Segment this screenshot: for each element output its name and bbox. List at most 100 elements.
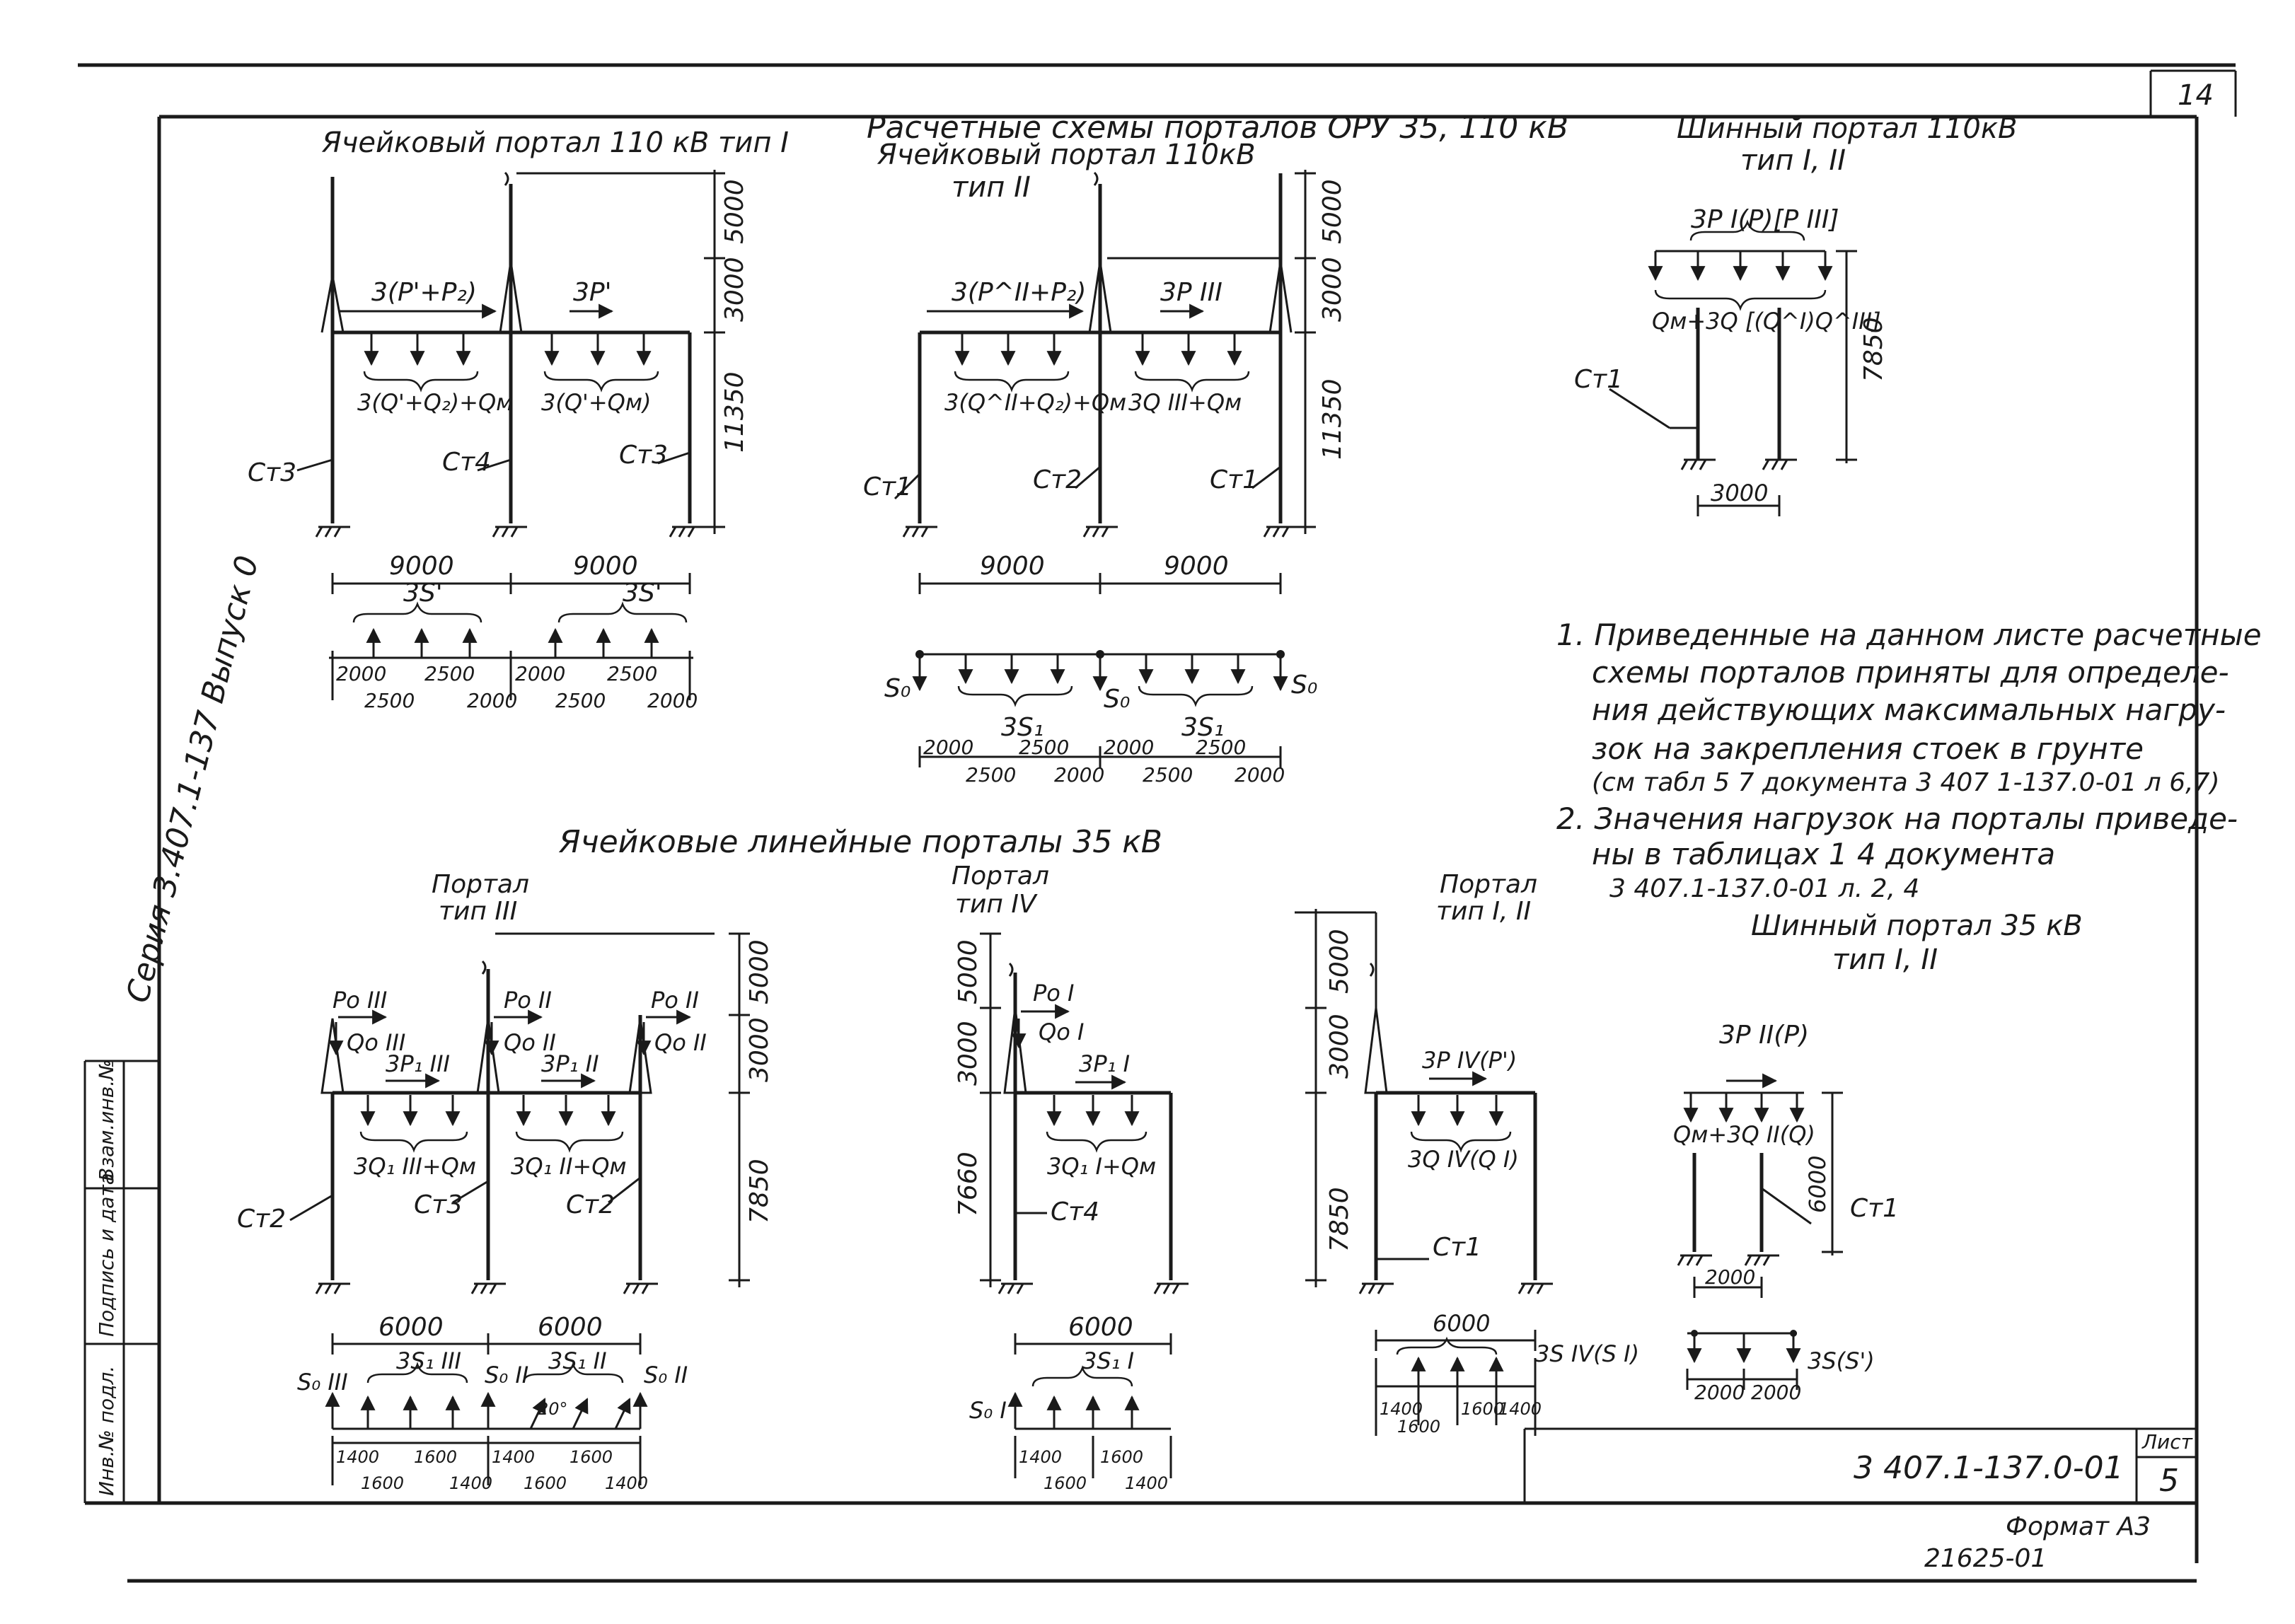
s1-span-2: 9000 (573, 552, 638, 581)
s1-dim-l2: 2000 (467, 689, 517, 712)
page-number: 14 (2178, 79, 2214, 112)
s2-span-1: 9000 (980, 552, 1045, 581)
s1-dim-u4: 2500 (607, 662, 657, 685)
s7-dist: Qм+3Q II(Q) (1673, 1121, 1815, 1148)
s4-dim-u4: 1600 (570, 1447, 613, 1467)
s4-po-2: Pо II (504, 987, 552, 1014)
s4-dim-l4: 1400 (605, 1473, 648, 1493)
s6-s: 3S IV(S I) (1535, 1340, 1639, 1367)
s4-dim-u1: 1400 (336, 1447, 379, 1467)
s2-dim-l3: 2500 (1143, 763, 1193, 787)
s4-dim-u3: 1400 (492, 1447, 535, 1467)
s2-h-top: 5000 (1318, 179, 1347, 244)
s6-dim-l1: 1600 (1397, 1417, 1440, 1437)
s2-col-left: Ст1 (863, 472, 912, 501)
scheme-bus-portal-110: Шинный портал 110кВ тип I, II (1609, 112, 2017, 516)
s1-dim-u1: 2000 (336, 662, 386, 685)
s4-dim-u2: 1600 (414, 1447, 457, 1467)
s2-subtitle: тип II (952, 171, 1031, 204)
scheme-line-portal-35-type4: Портал тип IV (952, 862, 1189, 1478)
s4-col-left: Ст2 (237, 1205, 286, 1234)
note-line-7: ны в таблицах 1 4 документа (1592, 837, 2055, 871)
s4-so-1: S₀ III (297, 1369, 348, 1396)
notes: 1. Приведенные на данном листе расчетные… (1556, 617, 2262, 903)
s5-dim-u1: 1400 (1019, 1447, 1062, 1467)
s5-span: 6000 (1068, 1313, 1133, 1342)
note-line-3: ния действующих максимальных нагру- (1592, 692, 2226, 727)
s1-dim-u2: 2500 (424, 662, 475, 685)
row2-title: Ячейковые линейные порталы 35 кВ (558, 824, 1162, 860)
s6-dim-u3: 1400 (1498, 1399, 1542, 1419)
s4-s-1: 3S₁ III (396, 1347, 461, 1374)
s6-title: Портал (1440, 870, 1537, 899)
note-line-1: 1. Приведенные на данном листе расчетные (1556, 617, 2262, 652)
s2-so-right: S₀ (1291, 671, 1317, 700)
s4-col-mid: Ст3 (414, 1190, 463, 1219)
s5-s: 3S₁ I (1082, 1347, 1134, 1374)
s2-h-mid: 3000 (1318, 257, 1347, 322)
s4-load-2: 3P₁ II (541, 1050, 599, 1077)
s5-dim-l1: 1600 (1044, 1473, 1087, 1493)
scheme-cell-portal-110-type2: Ячейковый портал 110кВ тип II (877, 139, 1316, 767)
s2-so-left: S₀ (884, 674, 911, 703)
s2-title: Ячейковый портал 110кВ (877, 139, 1256, 171)
s1-s-left: 3S' (403, 579, 443, 608)
s4-subtitle: тип III (439, 897, 517, 926)
s5-dim-l2: 1400 (1125, 1473, 1168, 1493)
s2-dim-u2: 2500 (1019, 736, 1069, 759)
s3-subtitle: тип I, II (1740, 144, 1846, 177)
s4-span-2: 6000 (538, 1313, 603, 1342)
s7-col: Ст1 (1850, 1194, 1899, 1223)
s4-load-1: 3P₁ III (386, 1050, 450, 1077)
s1-dim-l4: 2000 (647, 689, 698, 712)
s5-qo: Qо I (1039, 1019, 1084, 1045)
s1-h-low: 11350 (720, 371, 749, 453)
stamp-inv-podl: Инв.№ подл. (95, 1366, 118, 1496)
s1-dist-left: 3(Q'+Q₂)+Qм (357, 389, 513, 416)
s7-dim-2: 2000 (1751, 1381, 1801, 1404)
main-title: Расчетные схемы порталов ОРУ 35, 110 кВ (867, 110, 1568, 146)
sheet-number: 5 (2159, 1463, 2179, 1499)
s5-col: Ст4 (1051, 1197, 1099, 1226)
s4-dist-1: 3Q₁ III+Qм (354, 1153, 476, 1180)
s1-s-right: 3S' (623, 579, 662, 608)
scheme-line-portal-35-type3: Портал тип III (289, 870, 750, 1485)
s3-load-top: 3P I(P)[P III] (1691, 205, 1839, 234)
s4-title: Портал (432, 870, 529, 899)
s5-dist: 3Q₁ I+Qм (1047, 1153, 1156, 1180)
s2-h-low: 11350 (1318, 378, 1347, 460)
s5-load: 3P₁ I (1079, 1050, 1130, 1077)
s4-col-right: Ст2 (566, 1190, 615, 1219)
side-stamp (83, 1060, 159, 1503)
s2-so-mid: S₀ (1104, 685, 1130, 714)
s1-dist-right: 3(Q'+Qм) (541, 389, 651, 416)
s5-title: Портал (952, 862, 1049, 891)
s6-dim-u2: 1600 (1461, 1399, 1504, 1419)
s1-dim-u3: 2000 (515, 662, 565, 685)
s4-angle: 20° (538, 1399, 568, 1419)
s4-s-2: 3S₁ II (548, 1347, 607, 1374)
archive-number: 21625-01 (1924, 1544, 2047, 1573)
s4-so-3: S₀ II (644, 1362, 688, 1388)
s2-dim-l4: 2000 (1235, 763, 1285, 787)
s6-col: Ст1 (1433, 1233, 1481, 1262)
s5-h-mid: 3000 (954, 1021, 983, 1086)
s4-span-1: 6000 (378, 1313, 444, 1342)
s2-load-right: 3P III (1160, 278, 1222, 307)
s4-qo-3: Qо II (654, 1029, 707, 1056)
s5-po: Pо I (1033, 980, 1074, 1007)
s7-span: 2000 (1705, 1265, 1755, 1289)
s4-dim-l1: 1600 (361, 1473, 404, 1493)
s4-h-top: 5000 (745, 939, 774, 1004)
s4-h-mid: 3000 (745, 1017, 774, 1082)
s3-dist: Qм+3Q [(Q^I)Q^III] (1652, 308, 1881, 335)
s4-h-low: 7850 (745, 1159, 774, 1224)
scheme-line-portal-35-type1-2: Портал тип I, II (1295, 870, 1553, 1436)
s3-col: Ст1 (1574, 365, 1623, 394)
s5-subtitle: тип IV (955, 890, 1038, 919)
s1-load-left: 3(P'+P₂) (371, 278, 477, 307)
s2-dim-l2: 2000 (1054, 763, 1104, 787)
s2-dim-u1: 2000 (923, 736, 973, 759)
s1-title: Ячейковый портал 110 кВ тип I (321, 127, 789, 159)
